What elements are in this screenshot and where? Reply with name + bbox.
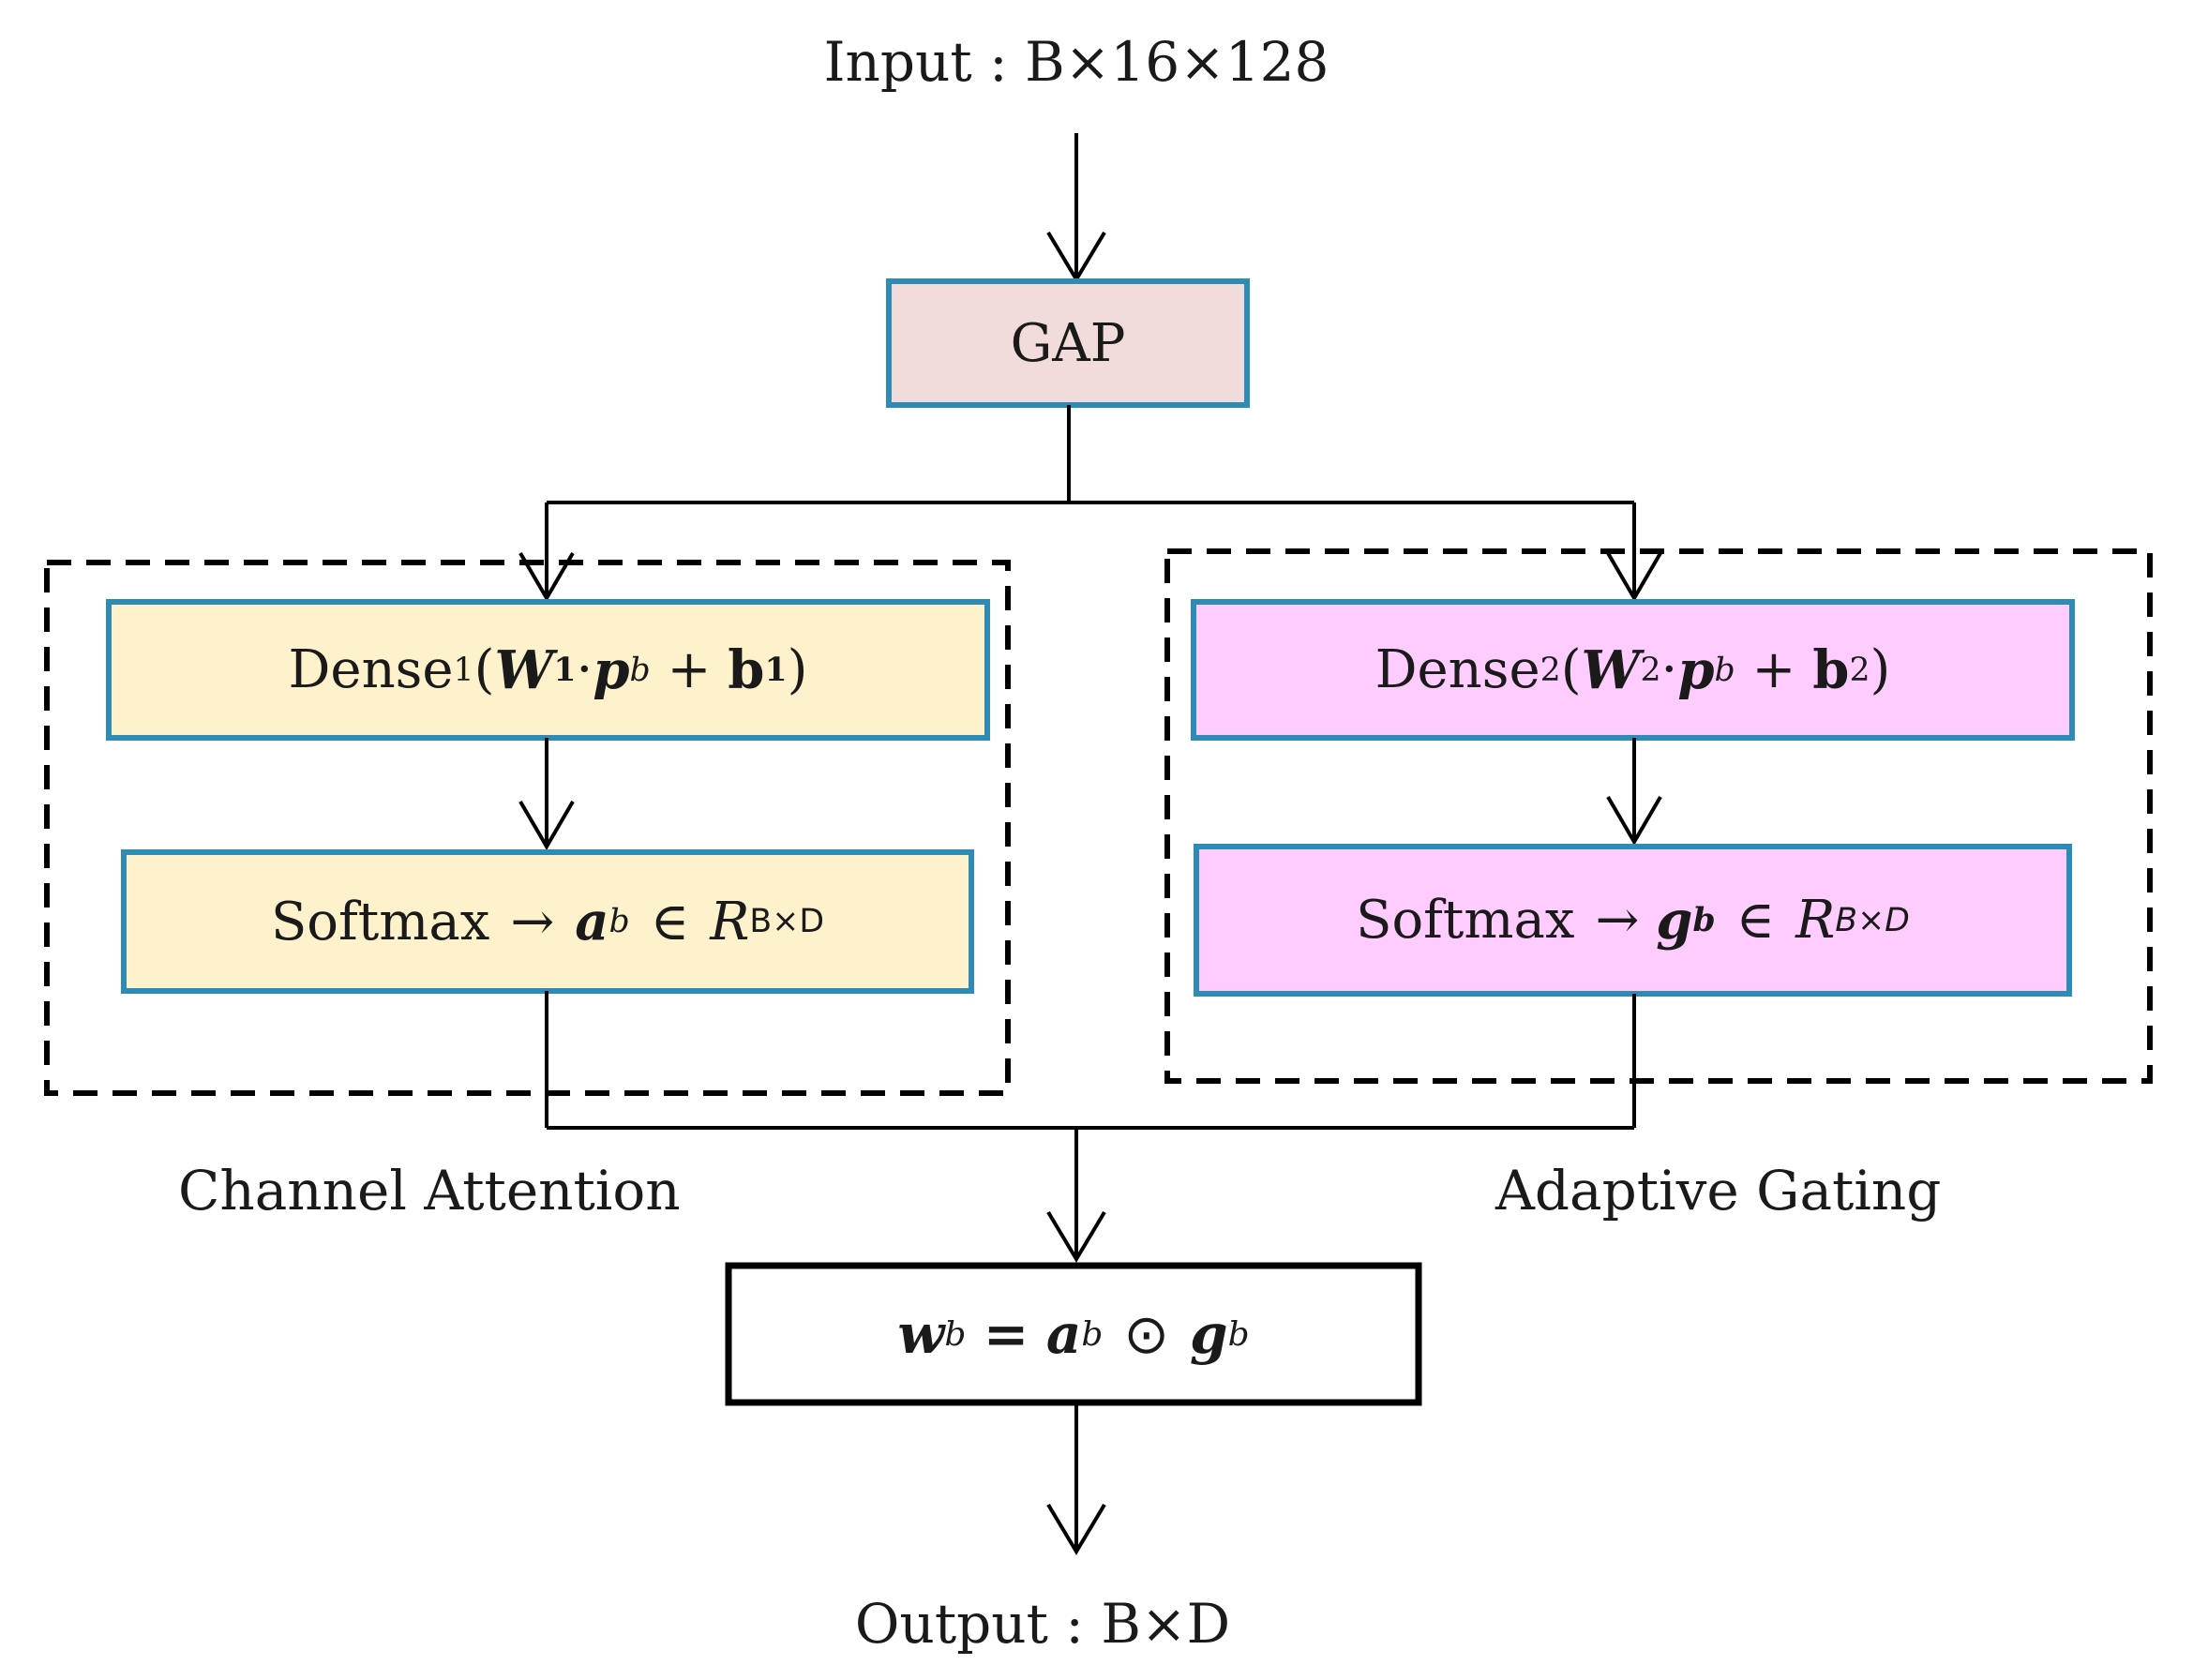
ag-softmax-label: Softmax — [1356, 890, 1575, 951]
ag-dense-box — [1191, 599, 2075, 741]
split-right-arrowhead — [1606, 551, 1662, 602]
ca-input-sub: b — [629, 651, 651, 689]
ca-softmax-space-sup: B×D — [749, 903, 825, 940]
ca-bias-symbol: b — [728, 638, 765, 701]
ca-plus: + — [667, 639, 712, 700]
fusion-a-sub: b — [1081, 1314, 1104, 1354]
ag-plus: + — [1751, 639, 1796, 700]
ag-dense-index: 2 — [1540, 651, 1561, 689]
ag-softmax-in: ∈ — [1735, 890, 1776, 951]
ag-softmax-arrow: → — [1595, 890, 1640, 951]
ca-dense-index: 1 — [453, 651, 474, 689]
ca-dense-prefix: Dense — [288, 639, 454, 700]
channel-attention-group-border — [44, 560, 1011, 1096]
ca-bias-sub: 1 — [764, 651, 788, 689]
fusion-g: g — [1190, 1302, 1228, 1366]
fusion-g-sub: b — [1227, 1314, 1250, 1354]
ag-dot: · — [1660, 639, 1678, 700]
merge-arrowhead — [1046, 1210, 1106, 1263]
ag-dense-open: ( — [1560, 639, 1582, 700]
ag-input-sub: b — [1714, 651, 1735, 689]
ag-softmax-space: R — [1795, 890, 1836, 951]
output-label: Output : B×D — [854, 1592, 1231, 1656]
output-arrowhead — [1046, 1503, 1106, 1555]
ca-dense-open: ( — [473, 639, 495, 700]
ag-softmax-out-sub: b — [1692, 901, 1716, 939]
gap-label: GAP — [1010, 312, 1126, 374]
ca-internal-arrowhead — [518, 800, 575, 850]
channel-attention-label: Channel Attention — [178, 1159, 681, 1222]
ag-softmax-out: g — [1656, 889, 1693, 952]
adaptive-gating-label: Adaptive Gating — [1495, 1159, 1942, 1222]
ca-dense-close: ) — [787, 639, 808, 700]
ca-softmax-out-sub: b — [608, 903, 630, 940]
ag-dense-prefix: Dense — [1374, 639, 1540, 700]
input-label: Input : B×16×128 — [823, 30, 1329, 94]
fusion-w: w — [897, 1302, 945, 1366]
ca-softmax-in: ∈ — [650, 891, 690, 952]
fusion-a: a — [1045, 1302, 1082, 1366]
gap-box — [886, 278, 1250, 408]
fusion-eq: = — [983, 1302, 1029, 1366]
fusion-w-sub: b — [944, 1314, 967, 1354]
ca-softmax-space: R — [710, 891, 750, 952]
ag-weight-symbol: W — [1581, 638, 1641, 701]
ag-dense-close: ) — [1870, 639, 1891, 700]
ca-dense-box — [106, 599, 990, 741]
adaptive-gating-group-border — [1164, 548, 2153, 1084]
ag-bias-sub: 2 — [1849, 651, 1870, 689]
ag-input-symbol: p — [1677, 638, 1715, 701]
ca-weight-symbol: W — [494, 638, 554, 701]
fusion-op: ⊙ — [1123, 1302, 1170, 1366]
ag-softmax-space-sup: B×D — [1835, 901, 1910, 939]
ca-softmax-label: Softmax — [270, 891, 490, 952]
fusion-box — [725, 1262, 1422, 1406]
ag-internal-arrowhead — [1606, 795, 1662, 846]
ca-softmax-arrow: → — [510, 891, 555, 952]
ag-softmax-box — [1194, 844, 2072, 997]
ca-weight-sub: 1 — [553, 651, 577, 689]
ag-bias-symbol: b — [1812, 638, 1850, 701]
ca-input-symbol: p — [593, 638, 630, 701]
split-left-arrowhead — [518, 551, 575, 602]
ag-weight-sub: 2 — [1640, 651, 1661, 689]
ca-dot: · — [576, 639, 593, 700]
ca-softmax-out: a — [575, 891, 609, 952]
